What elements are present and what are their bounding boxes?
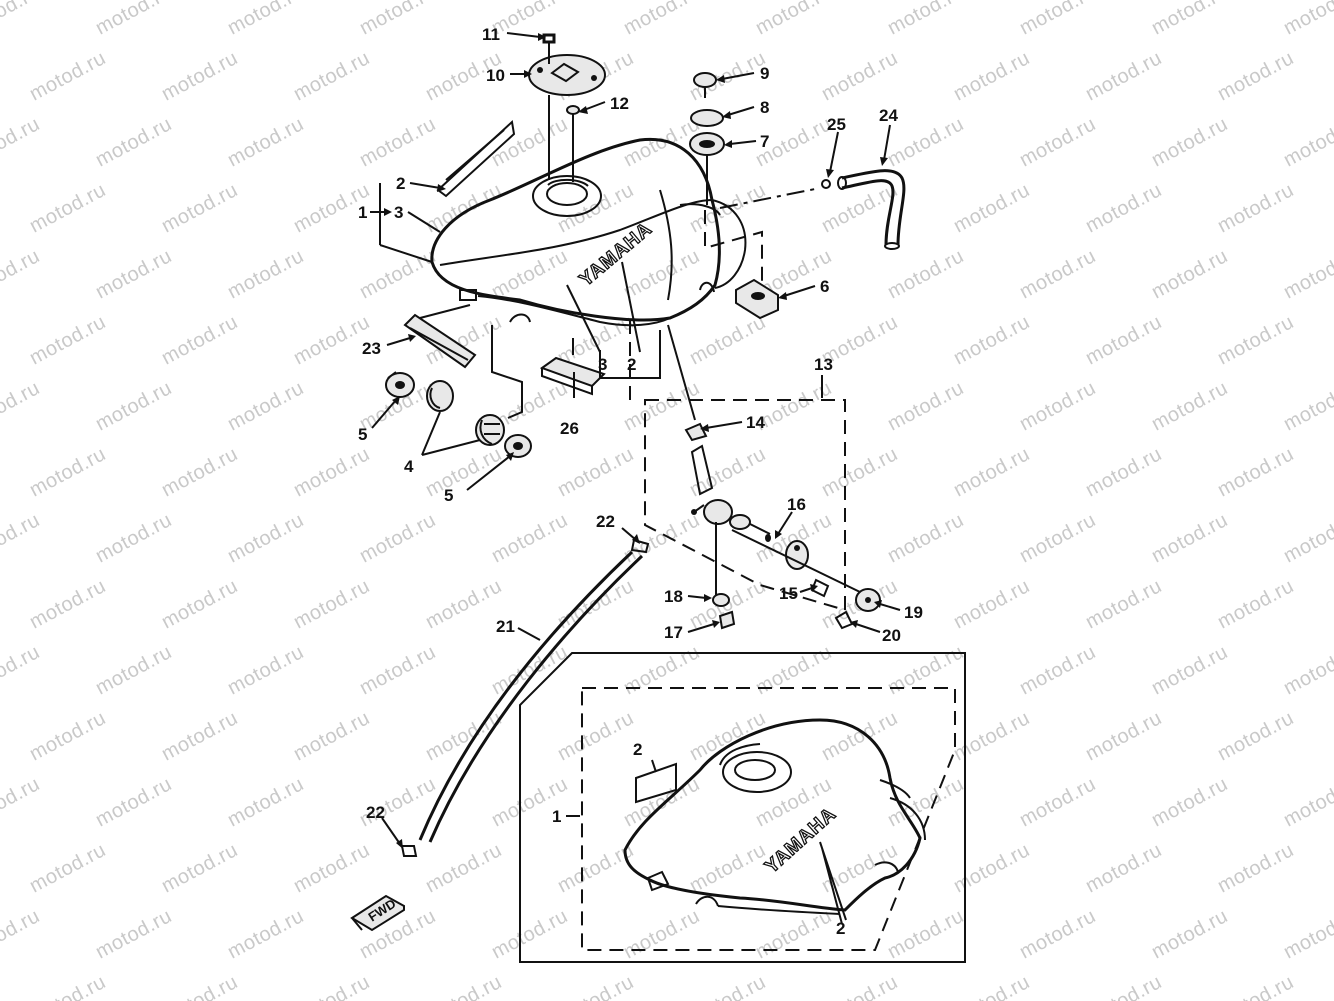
callout-21: 21 (496, 617, 515, 636)
callout-22-upper: 22 (596, 512, 615, 531)
callout-5-lower: 5 (444, 486, 453, 505)
mount-parts-9-8-7 (689, 72, 725, 205)
callout-13: 13 (814, 355, 833, 374)
fuel-cock-assembly (684, 422, 881, 630)
variant-frame-inner (581, 687, 956, 951)
callout-9: 9 (760, 64, 769, 83)
callout-16: 16 (787, 495, 806, 514)
fuel-hose (400, 538, 650, 857)
fuel-tank-lower (623, 718, 926, 915)
callout-leaders (370, 32, 901, 925)
filler-cap-assembly (528, 33, 606, 182)
callout-5-upper: 5 (358, 425, 367, 444)
decal-stripe-upper (436, 120, 516, 198)
callout-3-lower: 3 (598, 355, 607, 374)
decal-stripe-lower (635, 762, 677, 804)
callout-7: 7 (760, 132, 769, 151)
fuel-cock-group-box (644, 399, 846, 612)
brand-emblem-upper: YAMAHA (576, 218, 657, 290)
callout-15: 15 (779, 584, 798, 603)
callout-labels: 11 10 12 9 8 7 25 24 2 1 3 6 23 3 2 13 5… (358, 25, 923, 938)
callout-11: 11 (482, 25, 500, 44)
callout-3-upper-left: 3 (394, 203, 403, 222)
callout-18: 18 (664, 587, 683, 606)
callout-2-mid: 2 (627, 355, 636, 374)
callout-12: 12 (610, 94, 629, 113)
callout-19: 19 (904, 603, 923, 622)
callout-20: 20 (882, 626, 901, 645)
callout-26: 26 (560, 419, 579, 438)
vent-hose-assembly (719, 169, 906, 250)
callout-24: 24 (879, 106, 898, 125)
callout-17: 17 (664, 623, 683, 642)
callout-6: 6 (820, 277, 829, 296)
tank-cushion (403, 304, 477, 369)
callout-23: 23 (362, 339, 381, 358)
fuel-tank-upper (430, 137, 747, 327)
callout-2-upper-left: 2 (396, 174, 405, 193)
callout-4: 4 (404, 457, 414, 476)
callout-2-lower-decal: 2 (633, 740, 642, 759)
fwd-direction-arrow (350, 894, 405, 932)
callout-14: 14 (746, 413, 765, 432)
rubber-damper (735, 278, 779, 320)
callout-25: 25 (827, 115, 846, 134)
callout-1-lower: 1 (552, 807, 561, 826)
callout-10: 10 (486, 66, 505, 85)
variant-frame-outer (519, 652, 966, 963)
callout-8: 8 (760, 98, 769, 117)
callout-2-lower-emblem: 2 (836, 919, 845, 938)
callout-22-lower: 22 (366, 803, 385, 822)
grommet-set (385, 371, 532, 458)
callout-1-upper: 1 (358, 203, 367, 222)
